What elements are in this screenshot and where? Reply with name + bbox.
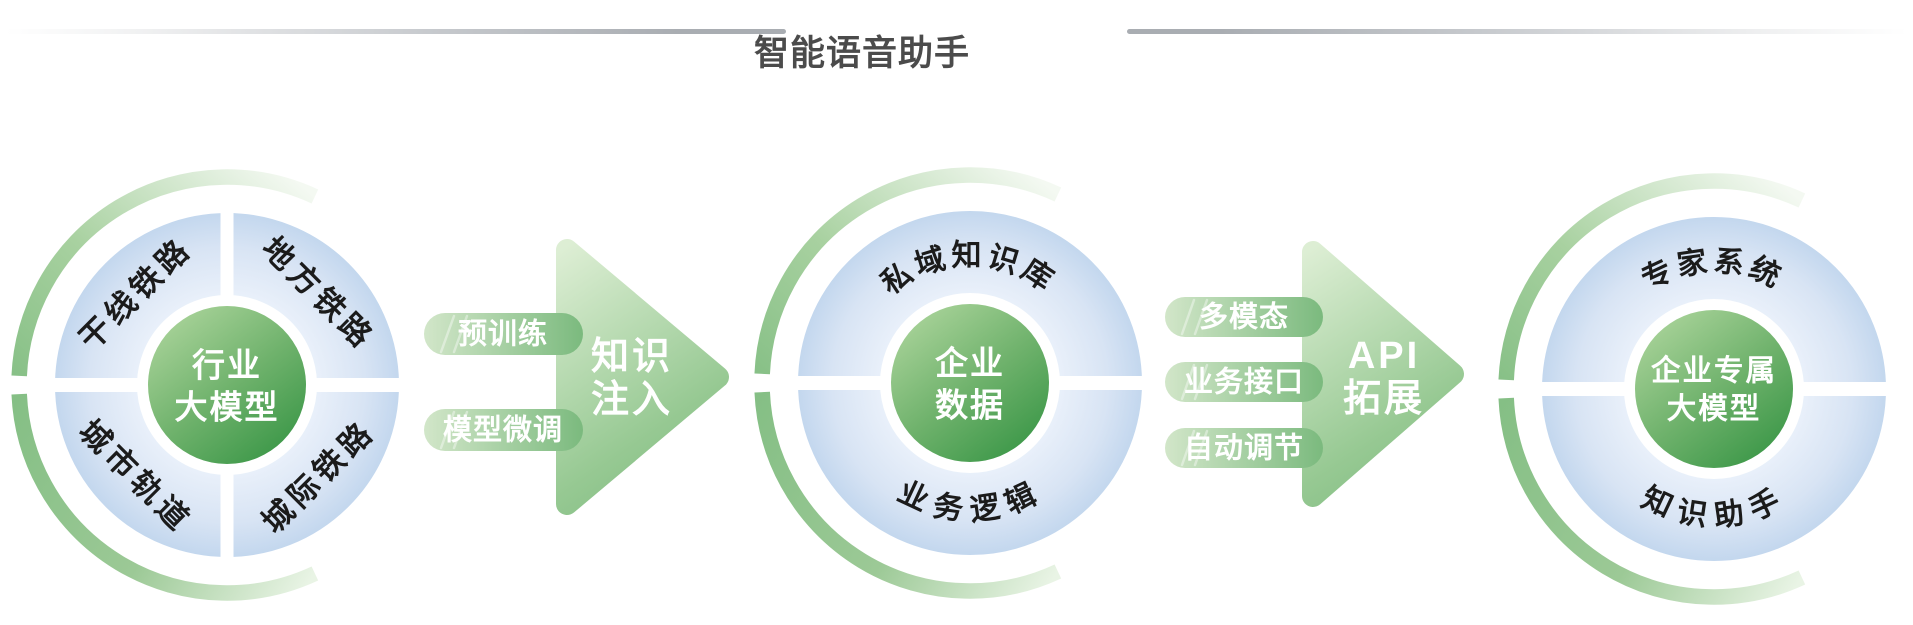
arrow-label-line2: 拓展 bbox=[1343, 378, 1425, 420]
arrow-label-line1: API bbox=[1348, 335, 1420, 377]
right-ring-diagram: 专家系统 知识助手 企业专属 大模型 bbox=[1498, 173, 1913, 605]
outer-green-arc-bottom bbox=[754, 391, 1062, 599]
center-green-circle bbox=[148, 306, 306, 464]
outer-green-arc-top bbox=[754, 167, 1062, 375]
title-divider-left bbox=[6, 29, 786, 34]
center-label-line1: 企业 bbox=[935, 345, 1005, 382]
outer-green-arc-bottom bbox=[11, 393, 319, 601]
pill-business-interface-label: 业务接口 bbox=[1184, 366, 1304, 399]
center-label-line2: 大模型 bbox=[1667, 393, 1762, 426]
middle-ring-diagram: 私域知识库 业务逻辑 企业 数据 bbox=[754, 167, 1186, 599]
center-label-line1: 企业专属 bbox=[1651, 354, 1777, 388]
center-label-line1: 行业 bbox=[191, 347, 262, 384]
pill-decor-slashes bbox=[1180, 429, 1209, 467]
pill-business-interface: 业务接口 bbox=[1165, 362, 1323, 402]
pill-auto-adjust-label: 自动调节 bbox=[1184, 432, 1304, 465]
center-green-circle bbox=[1635, 310, 1793, 468]
outer-green-arc-top bbox=[11, 169, 319, 377]
outer-green-arc-top bbox=[1498, 173, 1806, 381]
right-arrow-shape bbox=[556, 239, 729, 515]
api-extension-arrow-group: API 拓展 多模态 业务接口 自动调节 bbox=[1165, 241, 1464, 507]
pill-decor-slashes bbox=[1180, 363, 1209, 401]
outer-green-arc-bottom bbox=[1498, 397, 1806, 605]
center-green-circle bbox=[891, 304, 1049, 462]
arrow-label-line2: 注入 bbox=[591, 379, 673, 421]
center-label-line2: 数据 bbox=[935, 387, 1005, 424]
pill-pretrain: 预训练 bbox=[424, 313, 583, 355]
pill-decor-slashes bbox=[1180, 298, 1209, 336]
center-label-line2: 大模型 bbox=[175, 389, 280, 426]
pill-finetune-label: 模型微调 bbox=[443, 414, 563, 447]
pill-multimodal: 多模态 bbox=[1165, 297, 1323, 337]
arrow-label-line1: 知识 bbox=[591, 336, 673, 378]
pill-auto-adjust: 自动调节 bbox=[1165, 428, 1323, 468]
page-title: 智能语音助手 bbox=[753, 34, 970, 74]
knowledge-injection-arrow-group: 知识 注入 预训练 模型微调 bbox=[424, 239, 729, 515]
left-ring-diagram: 干线铁路 地方铁路 城市轨道 城际铁路 行业 大模型 bbox=[11, 169, 443, 601]
title-divider-right bbox=[1127, 29, 1907, 34]
pill-decor-slashes bbox=[439, 410, 469, 450]
pill-multimodal-label: 多模态 bbox=[1199, 301, 1289, 334]
pill-pretrain-label: 预训练 bbox=[458, 317, 548, 351]
pill-finetune: 模型微调 bbox=[424, 409, 583, 451]
pill-decor-slashes bbox=[439, 314, 469, 354]
